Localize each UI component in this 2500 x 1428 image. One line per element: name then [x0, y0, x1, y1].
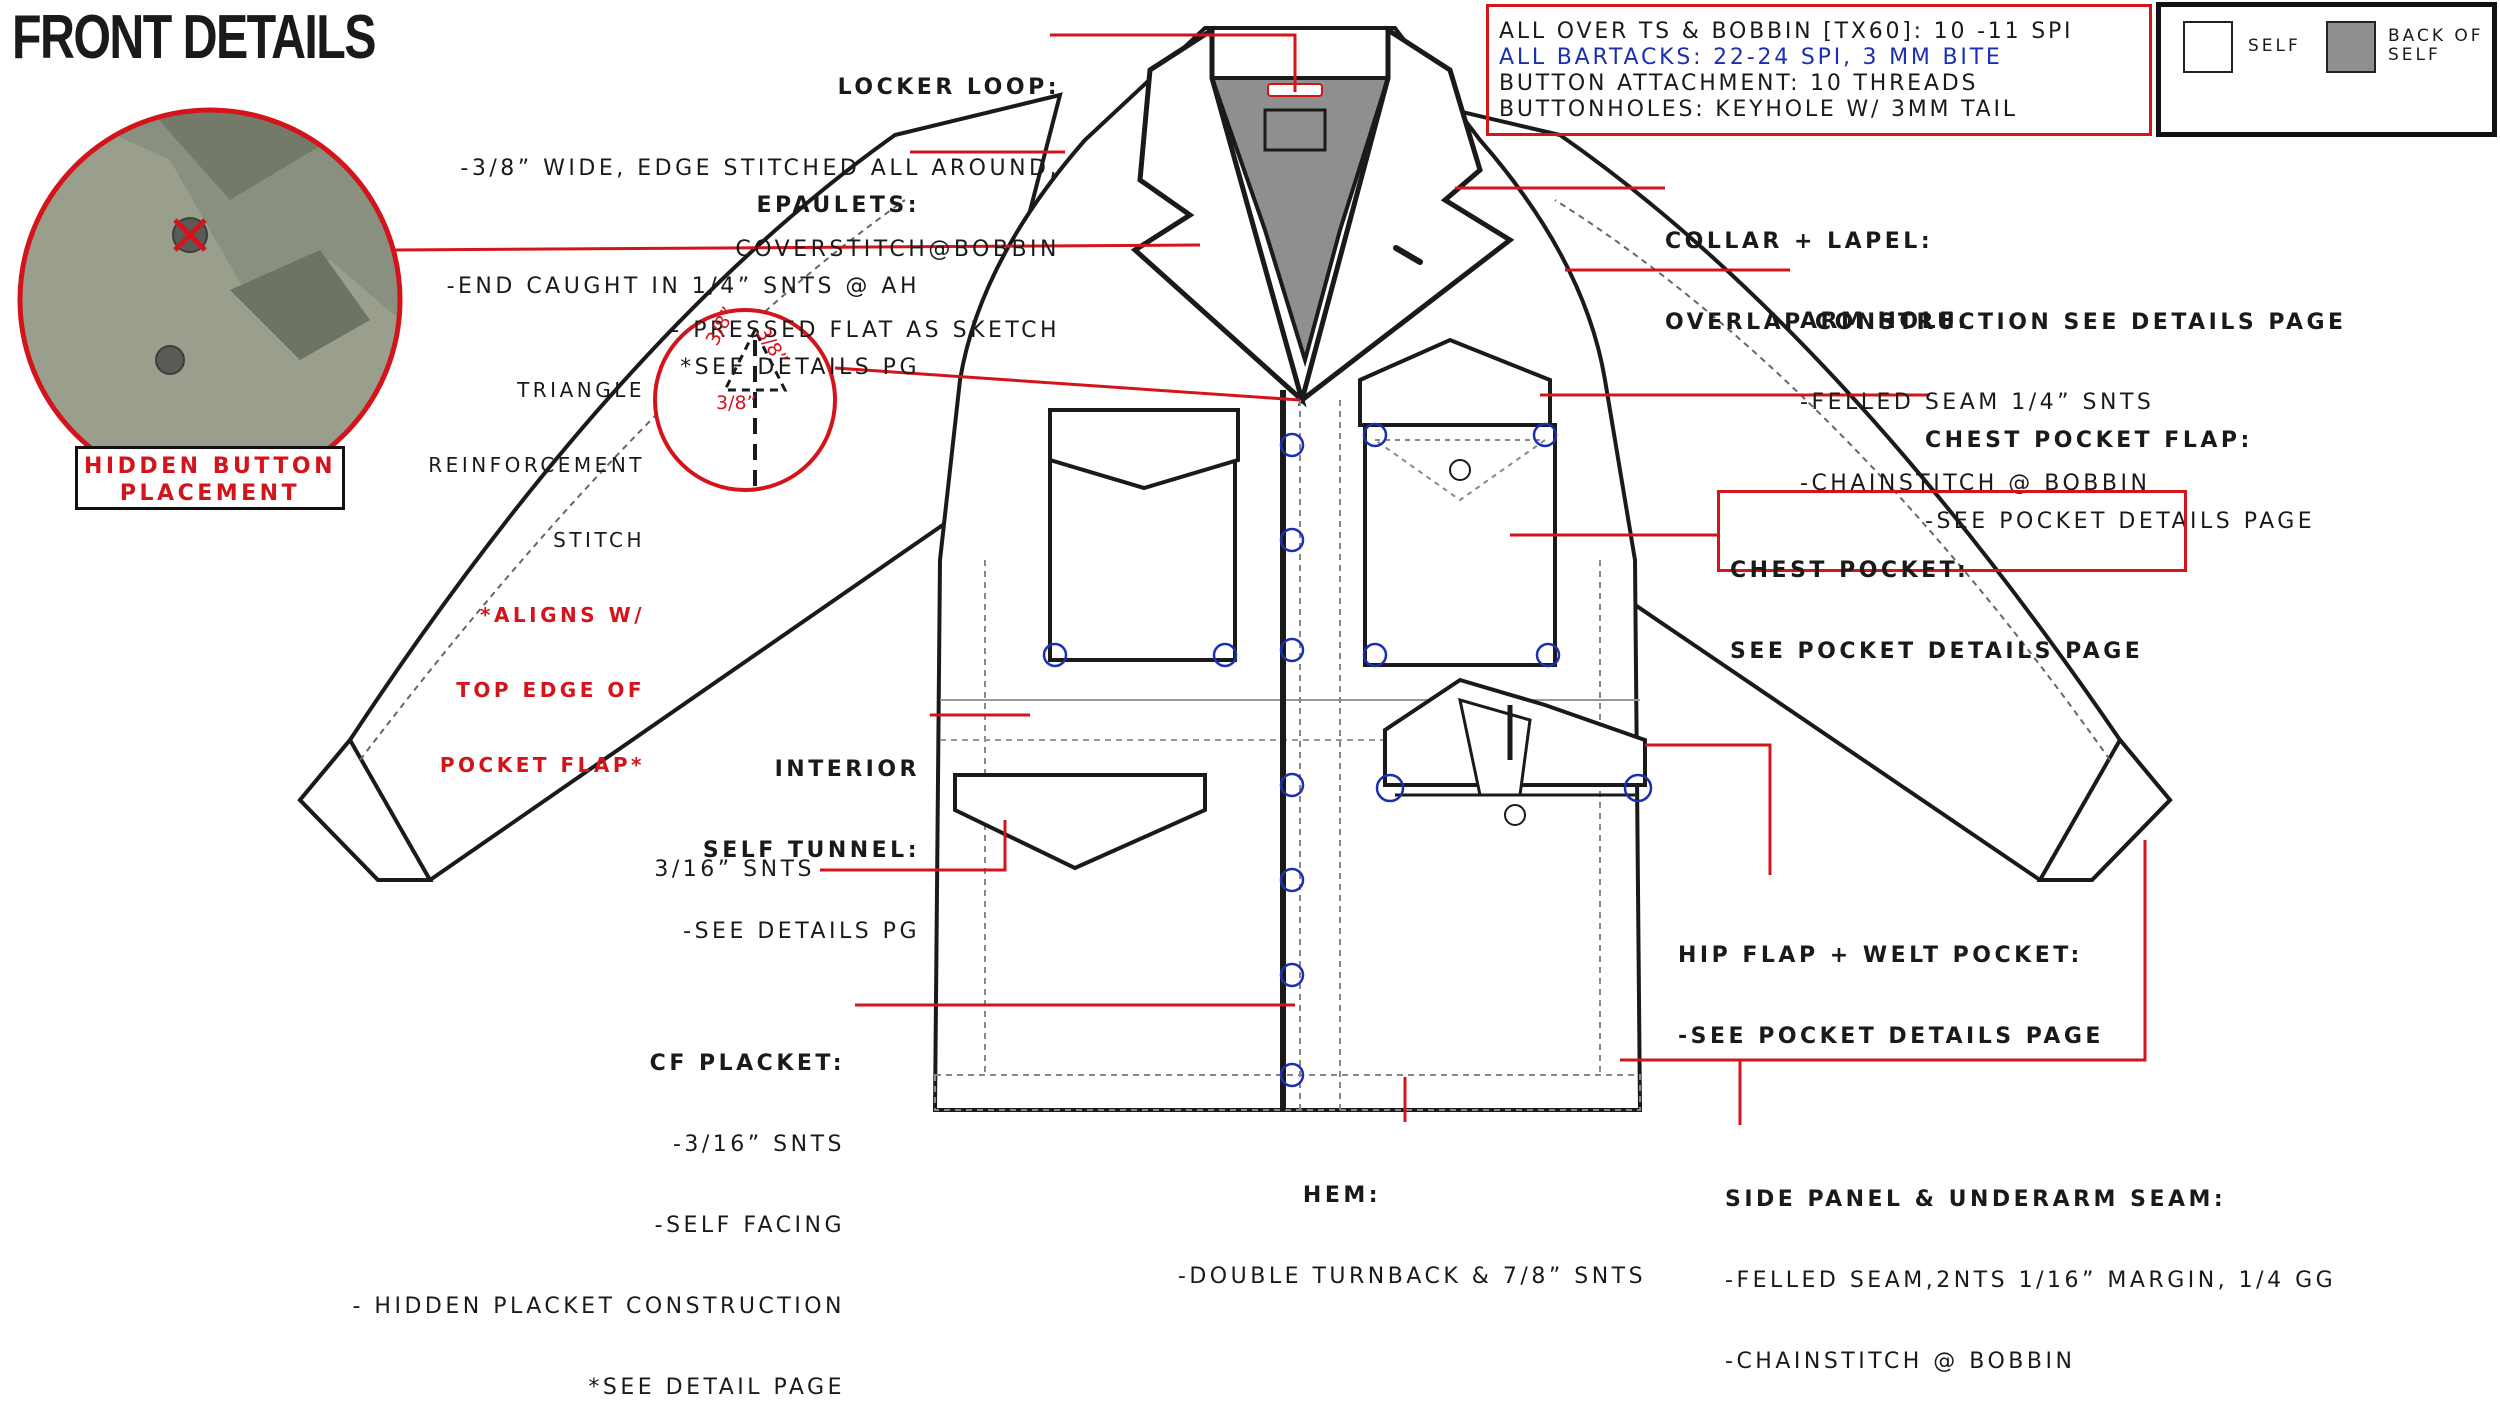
stitch-spec-box: ALL OVER TS & BOBBIN [TX60]: 10 -11 SPI … [1486, 4, 2152, 136]
chest-pocket-box [1717, 490, 2187, 572]
left-hip-flap [953, 773, 1207, 871]
left-sleeve [297, 92, 1063, 882]
callout-chest-flap: CHEST POCKET FLAP: -SEE POCKET DETAILS P… [1925, 428, 2316, 534]
right-collar-lapel [1297, 25, 1515, 407]
legend-box: SELF BACK OF SELF [2156, 2, 2497, 137]
page-title: FRONT DETAILS [12, 3, 377, 72]
callout-hem: HEM: -DOUBLE TURNBACK & 7/8” SNTS [1177, 1183, 1647, 1289]
legend-back-label: BACK OF SELF [2388, 26, 2484, 65]
callout-triangle: TRIANGLE REINFORCEMENT STITCH *ALIGNS W/… [428, 378, 645, 777]
callout-interior-tunnel: INTERIOR SELF TUNNEL: -SEE DETAILS PG [683, 757, 920, 944]
callout-epaulets: EPAULETS: -END CAUGHT IN 1/4” SNTS @ AH … [446, 193, 920, 380]
left-chest-flap [1048, 408, 1240, 491]
left-collar-lapel [1130, 25, 1307, 408]
callout-snts-316: 3/16” SNTS [654, 857, 815, 882]
right-chest-flap [1358, 337, 1552, 427]
spec-line-2: ALL BARTACKS: 22-24 SPI, 3 MM BITE [1499, 45, 2003, 70]
spec-line-3: BUTTON ATTACHMENT: 10 THREADS [1499, 71, 1979, 96]
right-cuff [2036, 736, 2173, 882]
legend-back-swatch [2326, 21, 2376, 73]
spec-line-4: BUTTONHOLES: KEYHOLE W/ 3MM TAIL [1499, 97, 2018, 122]
callout-hip-flap: HIP FLAP + WELT POCKET: -SEE POCKET DETA… [1678, 943, 2104, 1049]
callout-side-panel: SIDE PANEL & UNDERARM SEAM: -FELLED SEAM… [1725, 1187, 2337, 1374]
triangle-dim-bottom: 3/8” [716, 392, 757, 414]
hidden-button-label: HIDDEN BUTTON PLACEMENT [75, 446, 345, 510]
callout-chest-pocket: CHEST POCKET: SEE POCKET DETAILS PAGE [1730, 558, 2144, 664]
jacket-sketch [17, 25, 2173, 1125]
spec-line-1: ALL OVER TS & BOBBIN [TX60]: 10 -11 SPI [1499, 19, 2074, 44]
callout-locker-loop: LOCKER LOOP: -3/8” WIDE, EDGE STITCHED A… [460, 75, 1060, 343]
legend-self-swatch [2183, 21, 2233, 73]
neck-back-of-self [1209, 76, 1391, 368]
right-sleeve [1387, 92, 2173, 882]
button-markers [1042, 422, 1653, 1088]
legend-self-label: SELF [2248, 36, 2301, 56]
left-cuff [297, 736, 434, 882]
hidden-button-photo [17, 107, 403, 493]
callout-collar-lapel: COLLAR + LAPEL: OVERLAP CONSTRUCTION SEE… [1665, 229, 2347, 335]
triangle-reinforcement-detail [653, 308, 837, 492]
callout-leaders [394, 33, 2147, 1125]
callout-cf-placket: CF PLACKET: -3/16” SNTS -SELF FACING - H… [352, 1051, 845, 1400]
